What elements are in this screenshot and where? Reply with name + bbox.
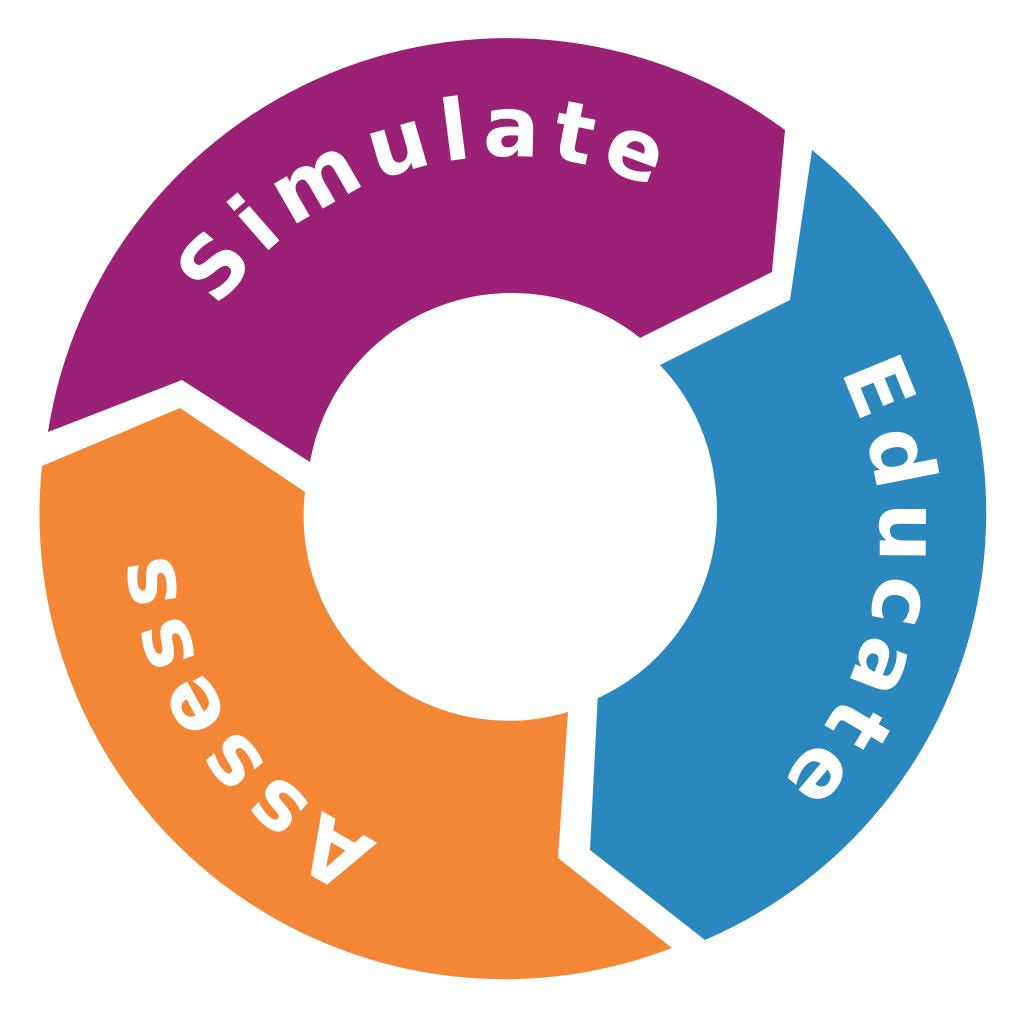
center-hole xyxy=(307,307,717,717)
segment-assess xyxy=(39,408,673,980)
segment-educate xyxy=(590,150,987,940)
segment-simulate xyxy=(48,38,785,462)
